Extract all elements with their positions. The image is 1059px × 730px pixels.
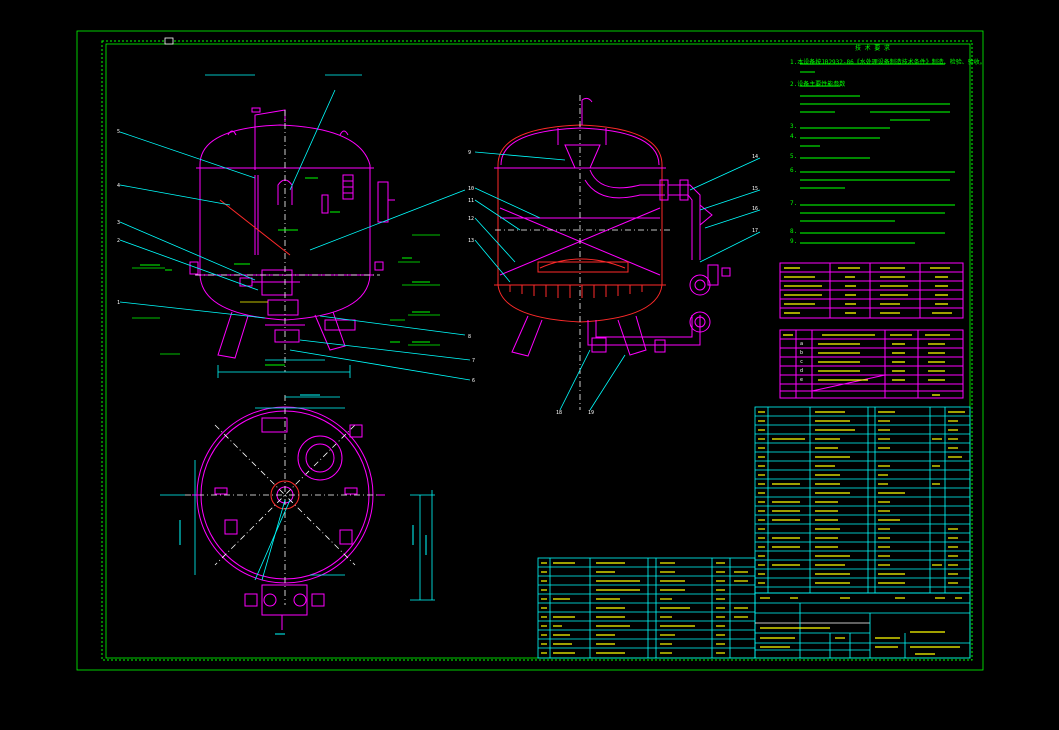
svg-text:17: 17 bbox=[752, 228, 758, 234]
outer-frame bbox=[76, 30, 984, 671]
svg-text:c: c bbox=[800, 359, 803, 365]
svg-text:3: 3 bbox=[117, 220, 120, 226]
note-line-7: 7. bbox=[790, 200, 797, 207]
svg-text:1: 1 bbox=[117, 300, 120, 306]
front-elevation-view: 5 4 3 2 1 8 7 6 bbox=[117, 74, 475, 384]
parts-list-right-rows bbox=[755, 415, 970, 588]
svg-text:d: d bbox=[800, 368, 803, 374]
svg-text:4: 4 bbox=[117, 183, 120, 189]
parts-list-left bbox=[537, 557, 756, 659]
svg-text:12: 12 bbox=[468, 216, 474, 222]
viewport-marker bbox=[164, 37, 174, 45]
note-line-5: 5. bbox=[790, 153, 797, 160]
plan-dimension-annotations bbox=[179, 394, 427, 635]
inner-frame bbox=[101, 40, 973, 661]
svg-text:10: 10 bbox=[468, 186, 474, 192]
plan-view bbox=[160, 395, 435, 630]
dimension-annotations bbox=[140, 177, 430, 366]
technical-notes: 技 术 要 求 1.本设备按JB2932-86《水处理设备制造技术条件》制造、检… bbox=[790, 44, 986, 245]
side-elevation-view: 9 10 11 12 13 14 15 16 17 18 19 bbox=[468, 95, 761, 416]
svg-text:19: 19 bbox=[588, 410, 594, 416]
svg-text:13: 13 bbox=[468, 238, 474, 244]
svg-text:2: 2 bbox=[117, 238, 120, 244]
collector-nozzles bbox=[509, 285, 643, 298]
svg-text:a: a bbox=[800, 341, 803, 347]
note-line-2: 2.设备主要性能参数 bbox=[790, 80, 845, 88]
title-block bbox=[754, 592, 971, 659]
svg-text:b: b bbox=[800, 350, 803, 356]
svg-text:16: 16 bbox=[752, 206, 758, 212]
svg-text:7: 7 bbox=[472, 358, 475, 364]
svg-text:5: 5 bbox=[117, 129, 120, 135]
svg-text:9: 9 bbox=[468, 150, 471, 156]
svg-text:8: 8 bbox=[468, 334, 471, 340]
parameter-table bbox=[779, 262, 964, 319]
note-line-9: 9. bbox=[790, 238, 797, 245]
svg-text:e: e bbox=[800, 377, 803, 383]
note-line-4: 4. bbox=[790, 133, 797, 140]
parts-list-right bbox=[754, 406, 971, 594]
note-line-8: 8. bbox=[790, 228, 797, 235]
note-line-3: 3. bbox=[790, 123, 797, 130]
svg-text:11: 11 bbox=[468, 198, 474, 204]
svg-text:14: 14 bbox=[752, 154, 758, 160]
note-line-1: 1.本设备按JB2932-86《水处理设备制造技术条件》制造、检验、验收。 bbox=[790, 58, 986, 66]
notes-title: 技 术 要 求 bbox=[855, 44, 890, 52]
svg-text:6: 6 bbox=[472, 378, 475, 384]
nozzle-table: a b c d e bbox=[779, 329, 964, 399]
svg-text:18: 18 bbox=[556, 410, 562, 416]
note-line-6: 6. bbox=[790, 167, 797, 174]
svg-text:15: 15 bbox=[752, 186, 758, 192]
